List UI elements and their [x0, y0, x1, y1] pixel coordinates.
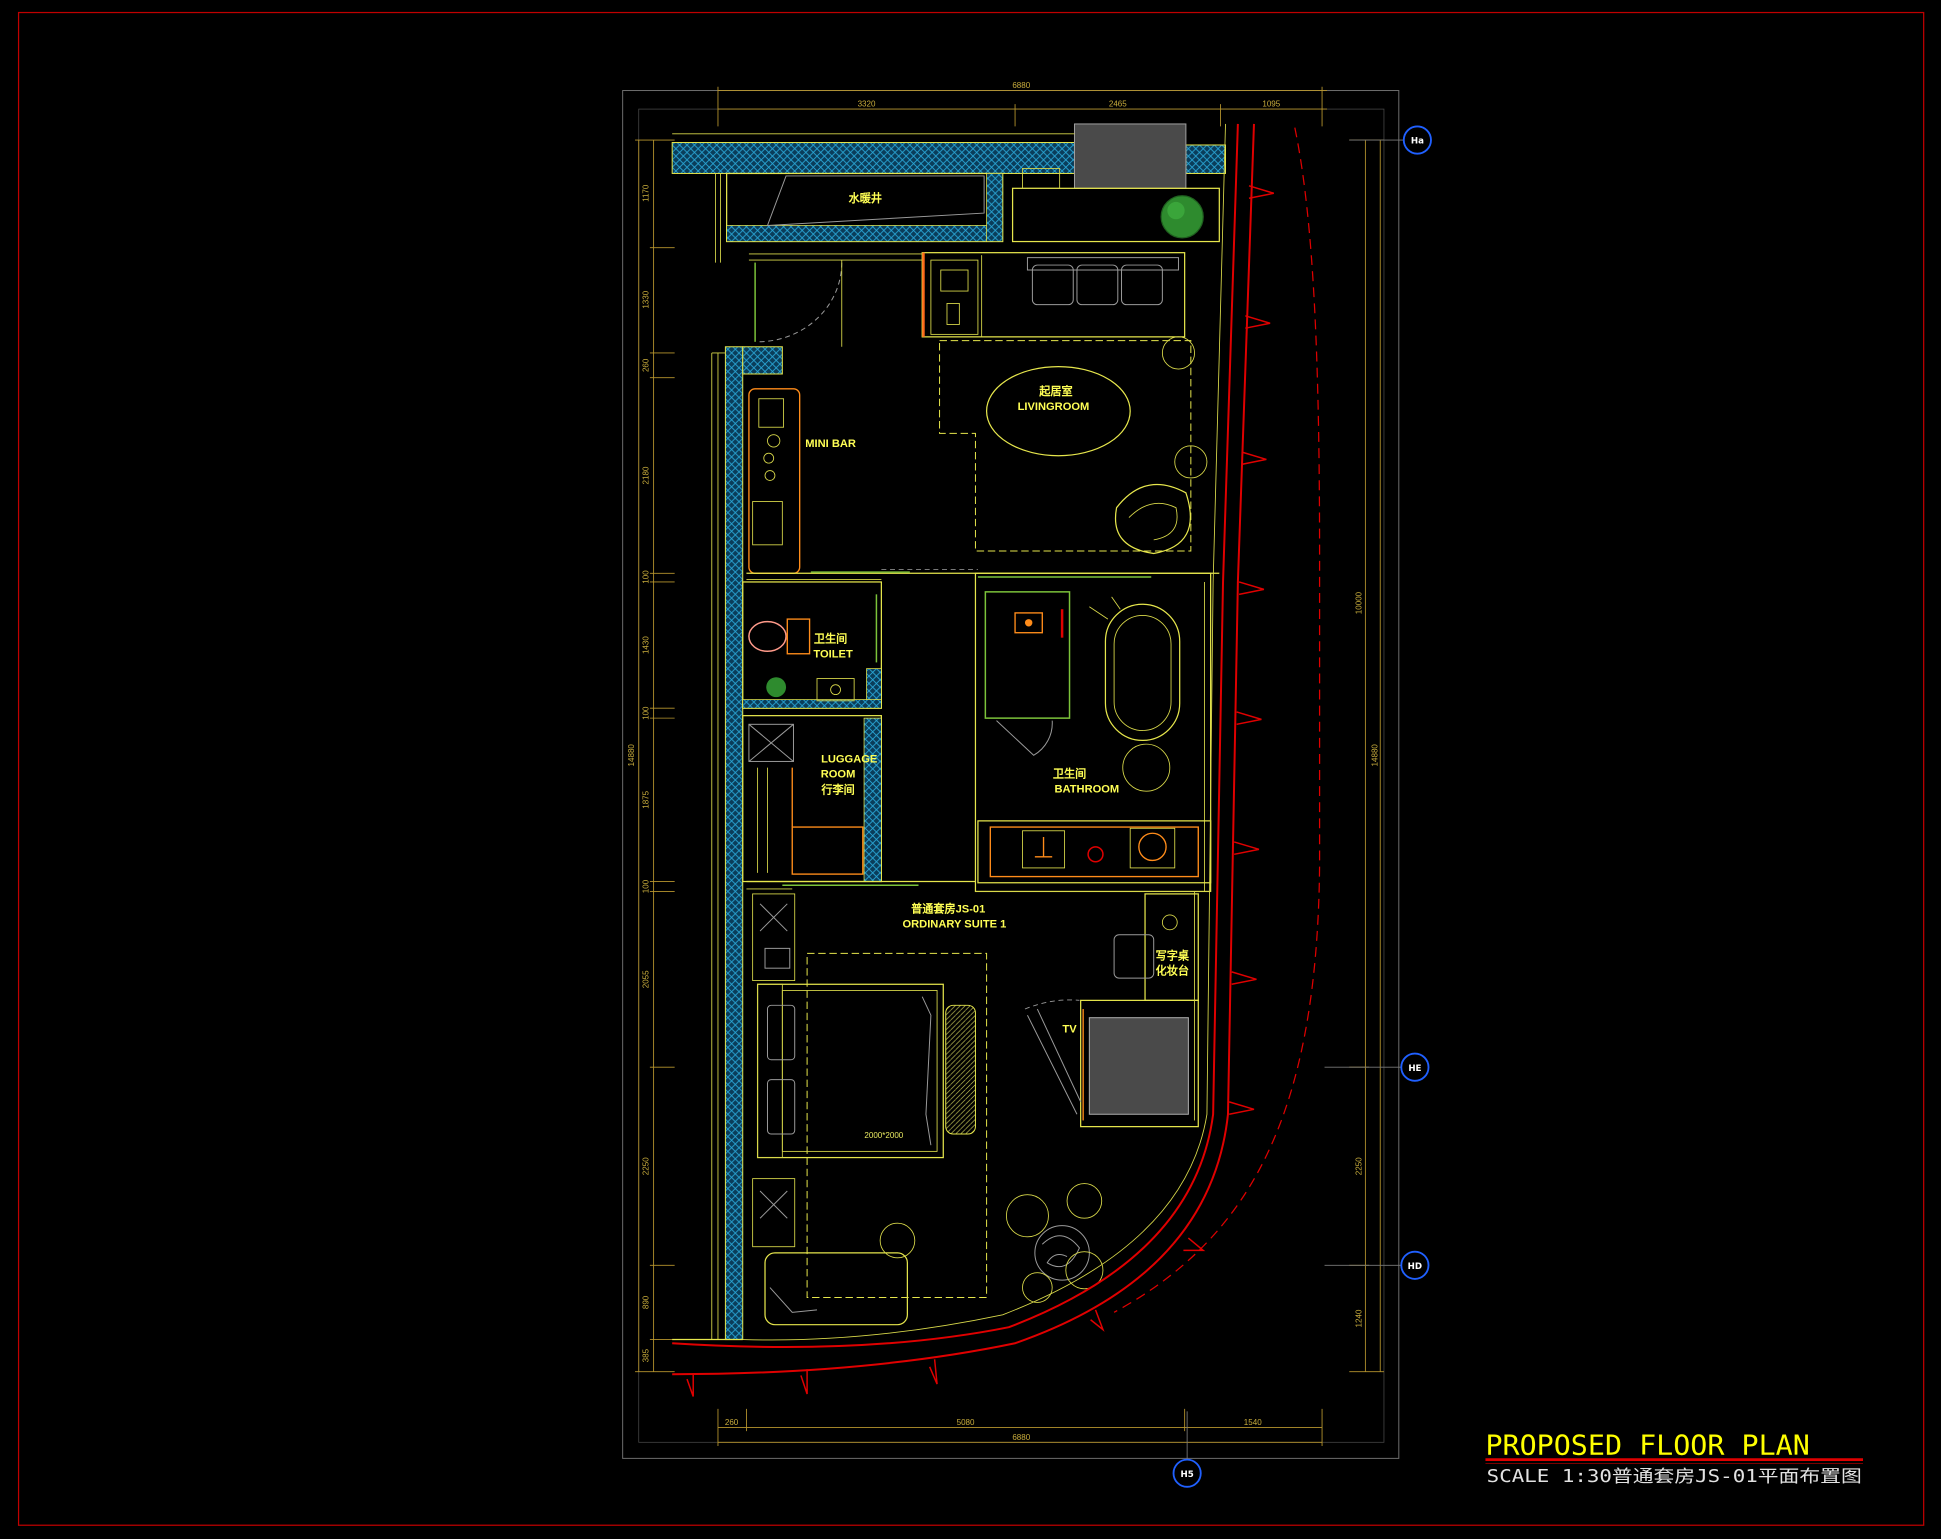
drawing-scale-caption: SCALE 1:30普通套房JS-01平面布置图 — [1487, 1467, 1862, 1487]
bottom-dimensions: 260 5080 1540 6880 — [717, 1408, 1323, 1447]
dim-left-8: 1875 — [642, 790, 651, 808]
grid-label-lower-right: HD — [1408, 1262, 1422, 1272]
side-stool — [1174, 445, 1208, 479]
dim-left-2: 1330 — [642, 290, 651, 308]
grid-label-top-right: Ha — [1411, 137, 1424, 147]
dim-left-7: 100 — [642, 706, 651, 720]
coffee-table — [985, 365, 1131, 457]
sofa-cushion — [1031, 264, 1074, 306]
dim-bottom-2: 5080 — [957, 1418, 975, 1427]
round-chair — [879, 1222, 916, 1259]
vanity-counter — [977, 820, 1212, 884]
bathtub — [1104, 603, 1181, 742]
dim-top-total: 6880 — [1012, 81, 1030, 90]
title-block: PROPOSED FLOOR PLAN SCALE 1:30普通套房JS-01平… — [1485, 1431, 1864, 1487]
plumbing-shaft: 水暖井 — [726, 172, 1004, 243]
grid-bubble-bottom — [1172, 1458, 1202, 1488]
left-dimensions: 14880 1170 1330 260 2180 100 1430 100 18… — [627, 139, 675, 1373]
dim-left-4: 2180 — [642, 466, 651, 484]
bath-stool — [1122, 743, 1171, 792]
sofa-cushion — [1076, 264, 1119, 306]
bedroom-rug — [806, 952, 988, 1298]
drawing-title: PROPOSED FLOOR PLAN — [1485, 1431, 1809, 1462]
dim-left-11: 2250 — [642, 1157, 651, 1175]
dim-bottom-1: 260 — [725, 1418, 739, 1427]
dim-left-1: 1170 — [642, 184, 651, 202]
label-luggage-en-1: LUGGAGE — [821, 754, 877, 766]
label-living-cn: 起居室 — [1038, 384, 1072, 398]
tv-desk-area: 写字桌 化妆台 TV — [1024, 891, 1199, 1128]
dim-left-9: 100 — [642, 879, 651, 893]
label-desk-cn-2: 化妆台 — [1156, 963, 1189, 977]
label-mini-bar: MINI BAR — [805, 438, 856, 450]
side-stool — [1161, 336, 1195, 370]
grid-axes: Ha HE HD H5 — [1172, 125, 1432, 1488]
dim-bottom-3: 1540 — [1244, 1418, 1262, 1427]
dim-top-1: 3320 — [858, 100, 876, 109]
dim-right-3: 1240 — [1355, 1309, 1364, 1327]
sheet-border — [17, 11, 1925, 1526]
structure-walls — [671, 123, 1226, 1341]
label-bathroom-en: BATHROOM — [1055, 783, 1120, 795]
label-desk-cn-1: 写字桌 — [1156, 949, 1190, 963]
curtain-wall-facade — [672, 123, 1321, 1397]
bedroom-partition — [746, 880, 1211, 892]
luggage-room: LUGGAGE ROOM 行李间 — [742, 715, 882, 883]
dim-left-10: 2055 — [642, 970, 651, 988]
dim-left-13: 385 — [642, 1348, 651, 1362]
label-bathroom-cn: 卫生间 — [1053, 767, 1086, 781]
terrace-planter — [1011, 168, 1220, 243]
label-toilet-cn: 卫生间 — [814, 632, 847, 646]
dim-left-6: 1430 — [642, 636, 651, 654]
dim-left-total: 14880 — [627, 744, 636, 767]
lounge-chair — [1114, 483, 1191, 555]
plant-icon — [1160, 195, 1204, 239]
living-rug — [939, 340, 1192, 552]
lounge-tables — [1005, 1183, 1104, 1303]
grid-bubble-top-right — [1402, 125, 1432, 155]
dim-right-1: 10000 — [1355, 591, 1364, 614]
top-dimensions: 6880 3320 2465 1095 — [717, 81, 1328, 127]
label-toilet-en: TOILET — [813, 648, 853, 660]
tv-cabinet — [1088, 1017, 1189, 1115]
entry-door — [748, 253, 923, 347]
label-luggage-en-2: ROOM — [821, 769, 856, 781]
bathroom: 卫生间 BATHROOM — [974, 572, 1212, 893]
label-luggage-cn: 行李间 — [820, 783, 854, 797]
label-shaft: 水暖井 — [849, 191, 882, 205]
label-tv: TV — [1062, 1024, 1077, 1036]
label-living-en: LIVINGROOM — [1018, 401, 1090, 413]
dim-left-3: 260 — [642, 358, 651, 372]
grid-label-middle-right: HE — [1408, 1064, 1421, 1074]
dim-top-3: 1095 — [1262, 100, 1280, 109]
bedroom: 普通套房JS-01 ORDINARY SUITE 1 2000*2000 — [752, 893, 1006, 1326]
grid-bubble-lower-right — [1400, 1250, 1430, 1280]
label-suite-cn: 普通套房JS-01 — [911, 901, 985, 915]
dim-right-2: 2250 — [1355, 1157, 1364, 1175]
plant-icon — [766, 677, 787, 698]
label-bed-size: 2000*2000 — [864, 1131, 903, 1140]
dim-bottom-total: 6880 — [1012, 1433, 1030, 1442]
lounge-sofa — [764, 1252, 908, 1326]
living-room: 起居室 LIVINGROOM — [921, 252, 1208, 555]
grid-bubble-middle-right — [1400, 1052, 1430, 1082]
dim-left-5: 100 — [642, 570, 651, 584]
structural-column — [1073, 123, 1187, 189]
label-suite-en: ORDINARY SUITE 1 — [902, 918, 1006, 930]
dim-left-12: 890 — [642, 1295, 651, 1309]
sofa-cushion — [1121, 264, 1163, 306]
dim-top-2: 2465 — [1109, 100, 1127, 109]
toilet-room: 卫生间 TOILET — [742, 581, 882, 709]
dim-right-total: 14880 — [1371, 744, 1380, 767]
grid-label-bottom: H5 — [1180, 1470, 1193, 1480]
toilet-bowl — [748, 620, 787, 653]
bed-bench — [945, 1004, 976, 1135]
